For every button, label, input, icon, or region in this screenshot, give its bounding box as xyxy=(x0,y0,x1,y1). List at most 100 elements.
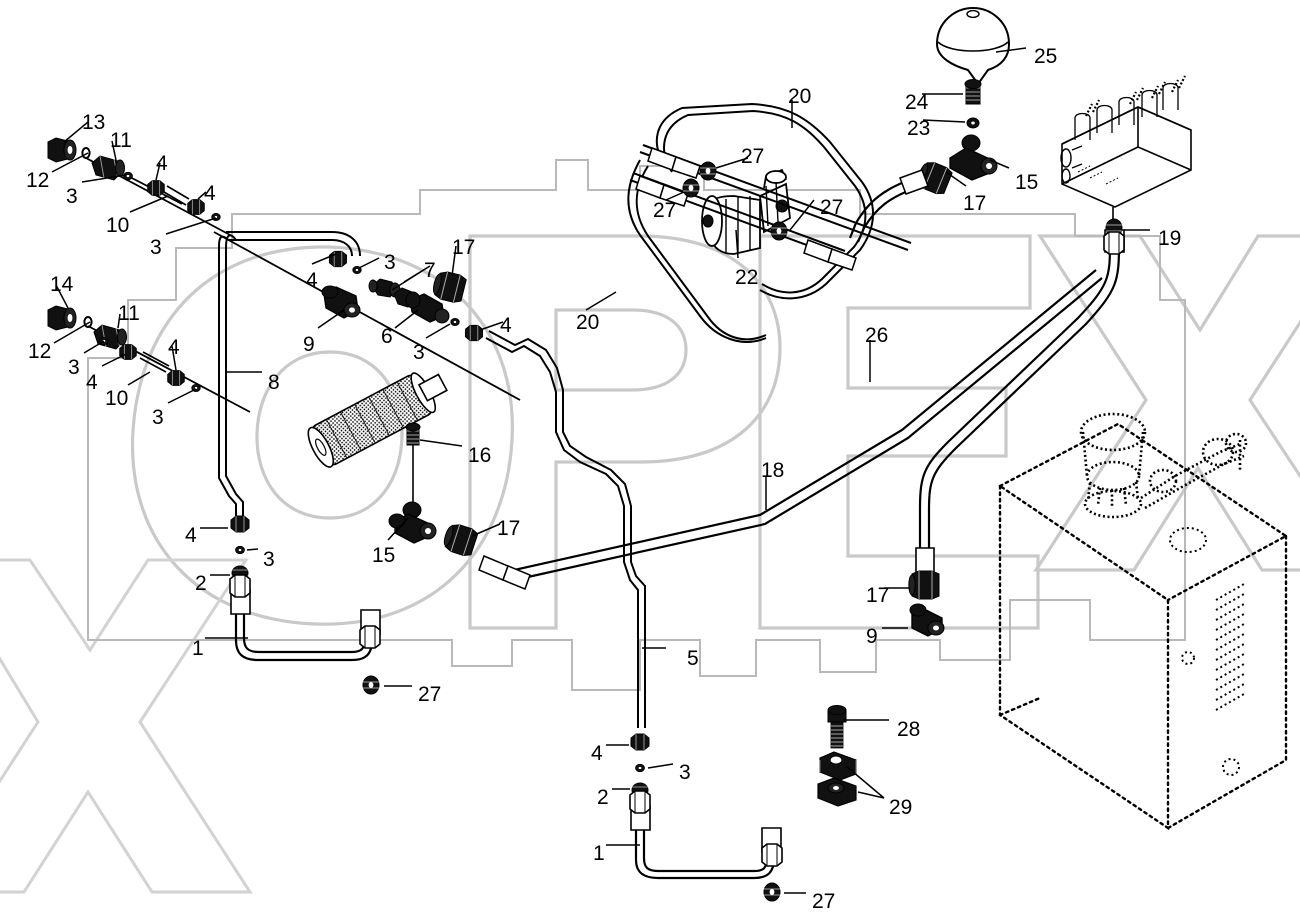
hose-1-left xyxy=(234,610,374,662)
callout-7: 7 xyxy=(424,259,436,282)
fitting-17-mid xyxy=(440,521,480,559)
callout-3: 3 xyxy=(413,341,425,364)
nut-4-chain-a xyxy=(328,250,348,268)
pipe-to-center xyxy=(485,330,646,728)
tee-15 xyxy=(388,501,437,544)
callout-13: 13 xyxy=(82,111,106,134)
elbow-9-right xyxy=(909,603,945,637)
pipe-10-lower xyxy=(139,351,170,373)
callout-3: 3 xyxy=(384,251,396,274)
hose-end-17-mid xyxy=(478,555,531,590)
plug-14 xyxy=(47,305,77,331)
callout-20: 20 xyxy=(576,311,600,334)
fitting-11-lower xyxy=(93,324,127,350)
main-diagonal-pipe xyxy=(213,231,521,401)
callout-14: 14 xyxy=(50,273,74,296)
callout-27: 27 xyxy=(741,145,765,168)
callout-3: 3 xyxy=(66,185,78,208)
callout-3: 3 xyxy=(679,761,691,784)
callout-4: 4 xyxy=(591,742,603,765)
plug-13 xyxy=(47,137,77,163)
plug-16 xyxy=(405,422,421,446)
pipe-10-upper xyxy=(163,185,190,206)
callout-11: 11 xyxy=(118,302,140,325)
callout-17: 17 xyxy=(497,517,521,540)
hose-1-centre-end-nut xyxy=(761,843,783,867)
hose-1-centre xyxy=(634,828,776,880)
callout-3: 3 xyxy=(68,356,80,379)
elbow-9 xyxy=(321,285,361,319)
hose-18 xyxy=(504,269,1103,583)
control-valve-block xyxy=(1060,75,1192,208)
callout-4: 4 xyxy=(500,314,512,337)
leader-lines xyxy=(51,47,1150,894)
callout-2: 2 xyxy=(195,572,207,595)
callout-17: 17 xyxy=(963,192,987,215)
hose-1-centre-collars xyxy=(630,805,782,853)
callout-15: 15 xyxy=(372,544,396,567)
callout-4: 4 xyxy=(306,269,318,292)
callout-9: 9 xyxy=(866,625,878,648)
callout-22: 22 xyxy=(735,266,759,289)
filter-element xyxy=(307,372,448,468)
pipe-8 xyxy=(218,231,361,524)
nut-4-lower-b xyxy=(167,370,185,386)
washer-3-bottom-left xyxy=(235,545,245,555)
hose-26-collars xyxy=(915,229,1125,573)
nut-4-bottom-centre xyxy=(630,733,650,751)
callout-1: 1 xyxy=(593,842,605,865)
callout-20: 20 xyxy=(788,85,812,108)
tank-surface-details xyxy=(1169,527,1245,776)
callout-10: 10 xyxy=(105,387,129,410)
callout-23: 23 xyxy=(907,117,931,140)
clamp-27-left xyxy=(362,675,380,695)
callout-1: 1 xyxy=(192,637,204,660)
pipe-collars-top xyxy=(635,147,857,271)
callout-27: 27 xyxy=(418,683,442,706)
hose-1-left-collars xyxy=(230,589,381,635)
callout-3: 3 xyxy=(152,406,164,429)
nut-4-chain-b xyxy=(464,324,484,342)
clamp-half-29-upper xyxy=(819,751,857,781)
nut-4-upper-b xyxy=(187,199,205,215)
callout-26: 26 xyxy=(865,324,889,347)
callout-15: 15 xyxy=(1015,171,1039,194)
callout-12: 12 xyxy=(28,340,52,363)
accumulator-25 xyxy=(935,6,1011,86)
callout-4: 4 xyxy=(156,152,168,175)
clamp-27-centre xyxy=(763,882,781,902)
callout-28: 28 xyxy=(897,718,921,741)
clamp-27-b xyxy=(682,178,700,198)
callout-17: 17 xyxy=(452,236,476,259)
master-cylinder-22 xyxy=(701,168,791,255)
watermark-opex-secondary xyxy=(0,558,253,894)
callout-11: 11 xyxy=(110,129,132,152)
callout-3: 3 xyxy=(263,548,275,571)
callout-24: 24 xyxy=(905,91,929,114)
callout-8: 8 xyxy=(268,371,280,394)
fitting-17-chain xyxy=(430,268,468,305)
callout-2: 2 xyxy=(597,786,609,809)
hose-26 xyxy=(918,244,1121,548)
washer-3-upper-a xyxy=(123,171,133,181)
pipe-20-outer-loop xyxy=(655,102,875,300)
callout-9: 9 xyxy=(303,333,315,356)
callout-4: 4 xyxy=(86,371,98,394)
nut-4-lower-a xyxy=(119,344,137,360)
callout-6: 6 xyxy=(381,325,393,348)
clamp-27-a xyxy=(699,161,717,181)
washer-3-bottom-centre xyxy=(635,763,645,773)
washer-3-chain-b xyxy=(450,318,460,326)
callout-4: 4 xyxy=(204,182,216,205)
clamp-half-29-lower xyxy=(817,777,857,807)
hydraulic-tank xyxy=(998,422,1289,831)
callout-5: 5 xyxy=(687,647,699,670)
accumulator-hose-collar xyxy=(899,169,929,195)
tank-pump-assembly xyxy=(1079,412,1248,519)
hose-1-centre-nut xyxy=(629,790,651,814)
oring-12-upper xyxy=(81,147,91,159)
seal-23 xyxy=(966,117,980,129)
callout-3: 3 xyxy=(150,236,162,259)
